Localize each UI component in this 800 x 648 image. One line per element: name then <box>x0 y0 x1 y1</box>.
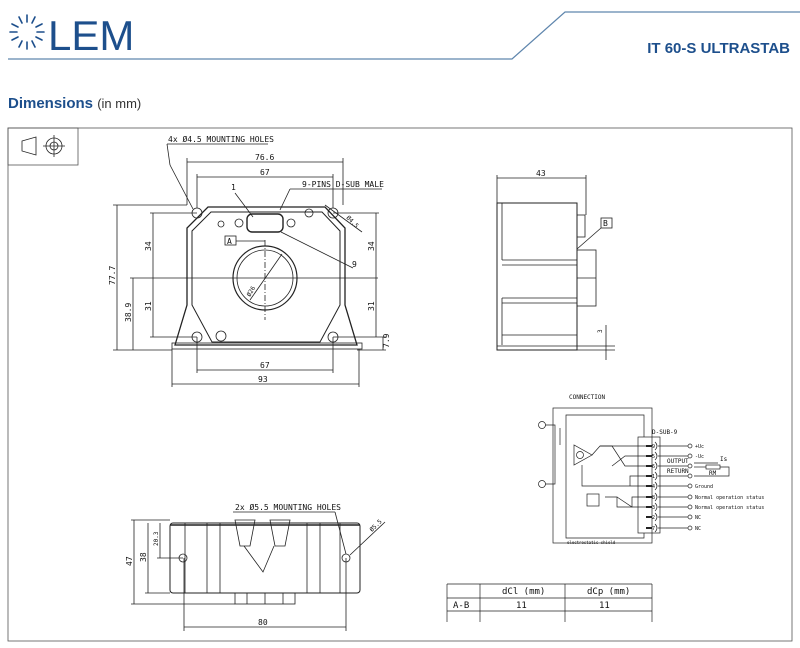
primary-terminal-icon <box>538 480 546 488</box>
pin-number: 4 <box>652 484 655 490</box>
svg-text:34: 34 <box>367 241 376 251</box>
pin-number: 7 <box>652 526 655 532</box>
dsub-connector <box>246 213 284 233</box>
svg-text:38.9: 38.9 <box>124 303 133 322</box>
pin-label: Normal operation status <box>695 505 764 511</box>
svg-text:9: 9 <box>352 260 357 269</box>
amplifier-icon <box>573 444 593 466</box>
svg-text:80: 80 <box>258 618 268 627</box>
svg-text:31: 31 <box>367 301 376 311</box>
section-title: Dimensions <box>8 95 94 112</box>
svg-text:OUTPUT: OUTPUT <box>667 458 689 465</box>
pin-number: 8 <box>652 495 655 501</box>
svg-text:47: 47 <box>125 556 134 566</box>
table-cell: 11 <box>599 601 610 611</box>
product-title: IT 60-S ULTRASTAB <box>647 40 790 57</box>
header-graphics: LEM <box>8 11 800 60</box>
pin-number: 9 <box>652 444 655 450</box>
primary-terminal-icon <box>538 421 546 429</box>
table-cell: A-B <box>453 601 469 611</box>
connector-pin: 6 <box>646 461 693 471</box>
pin-label: NC <box>695 515 701 521</box>
pin-label: -Uc <box>695 454 704 460</box>
svg-text:7.9: 7.9 <box>382 333 391 348</box>
connection-diagram: CONNECTION D-SUB-9 OUTPUT RETURN Is RM e… <box>538 394 764 545</box>
svg-text:4x Ø4.5 MOUNTING HOLES: 4x Ø4.5 MOUNTING HOLES <box>168 134 274 144</box>
projection-symbol-icon <box>7 127 79 166</box>
svg-text:43: 43 <box>536 169 546 178</box>
table-header: dCl (mm) <box>502 587 545 597</box>
svg-text:20.3: 20.3 <box>153 531 160 546</box>
connector-pin: 3 Normal operation status <box>646 502 764 512</box>
table-header: dCp (mm) <box>587 587 630 597</box>
connector-pin: 2 NC <box>646 512 701 522</box>
svg-text:RETURN: RETURN <box>667 468 689 475</box>
drawing-frame <box>7 127 793 642</box>
unit-note: (in mm) <box>97 96 142 111</box>
svg-text:67: 67 <box>260 361 270 370</box>
connector-pin: 5 -Uc <box>646 451 704 461</box>
pin-number: 2 <box>652 515 655 521</box>
connector-pin: 8 Normal operation status <box>646 492 764 502</box>
svg-text:2x Ø5.5 MOUNTING HOLES: 2x Ø5.5 MOUNTING HOLES <box>235 502 341 512</box>
header-rule <box>8 11 800 60</box>
svg-text:CONNECTION: CONNECTION <box>569 394 606 401</box>
svg-text:Is: Is <box>720 456 728 463</box>
connector-pin: 4 Ground <box>646 481 713 491</box>
table-cell: 11 <box>516 601 527 611</box>
svg-text:Ø4.5: Ø4.5 <box>345 214 360 229</box>
pin-label: Ground <box>695 484 713 490</box>
svg-text:38: 38 <box>139 552 148 562</box>
pin-number: 5 <box>652 454 655 460</box>
svg-text:A: A <box>227 237 232 246</box>
svg-text:Ø26: Ø26 <box>246 285 258 298</box>
distance-table: dCl (mm) dCp (mm) A-B 11 11 <box>446 583 653 622</box>
svg-text:9-PINS D-SUB MALE: 9-PINS D-SUB MALE <box>302 180 384 189</box>
svg-text:RM: RM <box>709 470 717 477</box>
svg-text:31: 31 <box>144 301 153 311</box>
section-heading: Dimensions (in mm) <box>8 95 141 112</box>
lem-logo-text: LEM <box>48 12 134 59</box>
side-view: 43 B 3 <box>496 169 615 360</box>
lem-logo-sunburst-icon <box>9 14 45 50</box>
svg-text:electrostatic shield: electrostatic shield <box>567 540 616 545</box>
pin-label: NC <box>695 526 701 532</box>
front-view: Ø26 76.6 67 4x Ø4.5 MOUNTING HOLES 9-PIN… <box>108 134 391 387</box>
pin-number: 1 <box>652 474 655 480</box>
svg-text:67: 67 <box>260 168 270 177</box>
pin-label: Normal operation status <box>695 495 764 501</box>
svg-text:B: B <box>603 219 608 228</box>
svg-text:93: 93 <box>258 375 268 384</box>
connector-pin: 1 <box>646 471 693 481</box>
connector-pin: 7 NC <box>646 523 701 533</box>
bottom-view: 2x Ø5.5 MOUNTING HOLES Ø5.5 47 38 20.3 8… <box>125 502 386 631</box>
svg-text:34: 34 <box>144 241 153 251</box>
pin-label: +Uc <box>695 444 704 450</box>
svg-text:3: 3 <box>597 329 604 333</box>
connector-pin: 9 +Uc <box>646 441 704 451</box>
pin-number: 6 <box>652 464 655 470</box>
svg-text:77.7: 77.7 <box>108 266 117 285</box>
pin-number: 3 <box>652 505 655 511</box>
svg-text:D-SUB-9: D-SUB-9 <box>652 429 678 436</box>
svg-text:76.6: 76.6 <box>255 153 274 162</box>
svg-text:1: 1 <box>231 183 236 192</box>
